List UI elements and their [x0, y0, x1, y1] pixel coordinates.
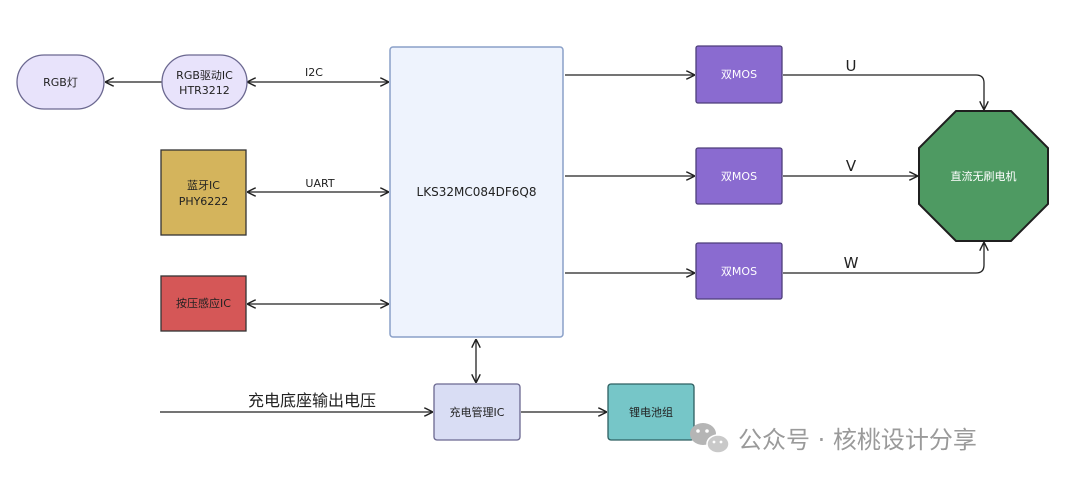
- uart-label: UART: [305, 177, 334, 190]
- wechat-logo-icon: [690, 423, 730, 454]
- rgb-driver-label-2: HTR3212: [179, 84, 230, 97]
- phase-v-label: V: [846, 157, 857, 175]
- rgb-driver-label-1: RGB驱动IC: [176, 69, 233, 82]
- watermark-text: 公众号 · 核桃设计分享: [738, 426, 977, 454]
- bluetooth-node: [160, 149, 247, 236]
- i2c-label: I2C: [305, 66, 323, 79]
- phase-w-label: W: [844, 254, 859, 272]
- battery-label: 锂电池组: [629, 405, 673, 419]
- pressure-label: 按压感应IC: [176, 296, 231, 310]
- battery-node: [607, 383, 695, 441]
- phase-u-line: [783, 74, 984, 109]
- mos-v-label: 双MOS: [721, 170, 757, 183]
- bluetooth-label-2: PHY6222: [179, 195, 229, 208]
- bluetooth-label-1: 蓝牙IC: [187, 179, 220, 192]
- mos-u-node: [695, 45, 783, 104]
- charger-node: [433, 383, 521, 441]
- phase-w-line: [783, 243, 984, 274]
- rgb-driver-node: [161, 54, 248, 110]
- charger-label: 充电管理IC: [450, 405, 505, 419]
- mos-u-label: 双MOS: [721, 68, 757, 81]
- rgb-lamp-node: [16, 54, 105, 110]
- charge-input-label: 充电底座输出电压: [248, 391, 376, 410]
- pressure-node: [160, 275, 247, 332]
- motor-node: [918, 110, 1049, 242]
- mos-w-node: [695, 242, 783, 300]
- motor-label: 直流无刷电机: [951, 169, 1017, 183]
- mos-w-label: 双MOS: [721, 265, 757, 278]
- phase-u-label: U: [846, 57, 857, 75]
- mcu-node: [389, 46, 564, 338]
- mcu-label: LKS32MC084DF6Q8: [417, 185, 537, 199]
- mos-v-node: [695, 147, 783, 205]
- rgb-lamp-label: RGB灯: [43, 76, 78, 89]
